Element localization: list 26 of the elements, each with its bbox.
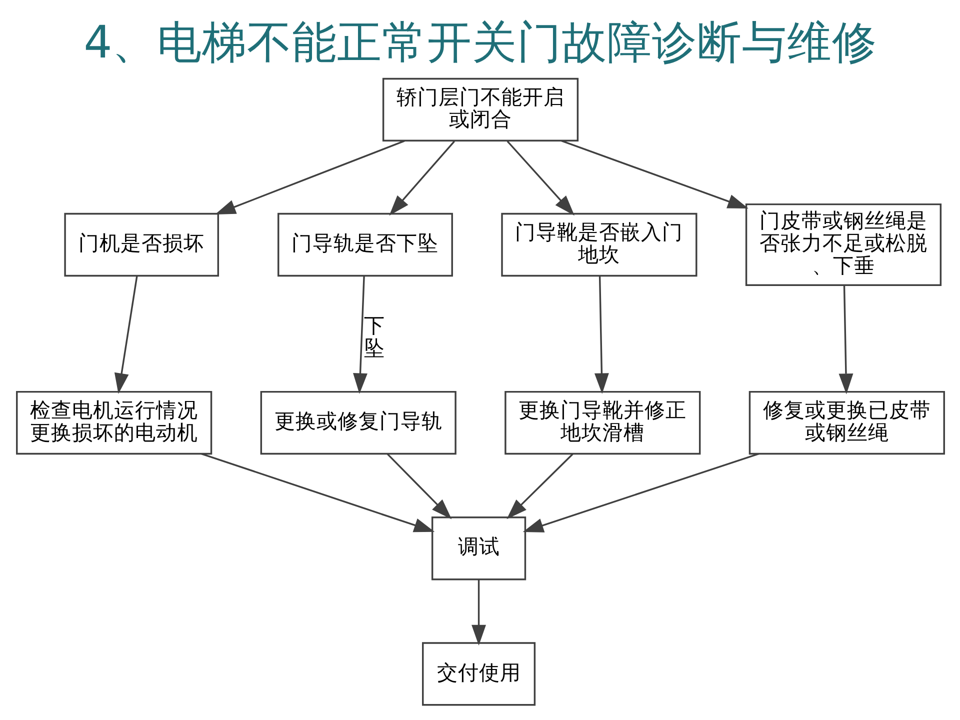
node-box: 更换或修复门导轨 — [260, 390, 456, 455]
arrow — [388, 140, 454, 216]
node-box: 调试 — [430, 516, 526, 580]
arrow — [506, 453, 573, 520]
edge-label: 下坠 — [364, 314, 385, 360]
arrow — [506, 140, 574, 216]
node-box: 轿门层门不能开启或闭合 — [382, 78, 578, 142]
arrow — [522, 452, 759, 532]
arrow — [214, 140, 404, 215]
node-box: 门导轨是否下坠 — [277, 212, 452, 277]
arrow — [838, 285, 853, 394]
arrow — [352, 276, 367, 394]
diagram-title: 4、电梯不能正常开关门故障诊断与维修 — [83, 16, 877, 69]
node-box: 更换门导靴并修正地坎滑槽 — [504, 390, 700, 455]
arrow — [560, 140, 748, 209]
node-box: 门皮带或钢丝绳是否张力不足或松脱、下垂 — [744, 203, 942, 286]
arrow — [200, 452, 434, 532]
node-box: 检查电机运行情况更换损坏的电动机 — [16, 390, 212, 455]
node-box: 门机是否损坏 — [64, 212, 219, 277]
arrow — [114, 276, 138, 394]
node-box: 门导靴是否嵌入门地坎 — [500, 212, 697, 277]
arrow — [471, 580, 486, 646]
node-box: 修复或更换已皮带或钢丝绳 — [748, 390, 944, 455]
arrow — [386, 453, 452, 520]
arrow — [594, 276, 608, 394]
node-box: 交付使用 — [422, 642, 536, 706]
